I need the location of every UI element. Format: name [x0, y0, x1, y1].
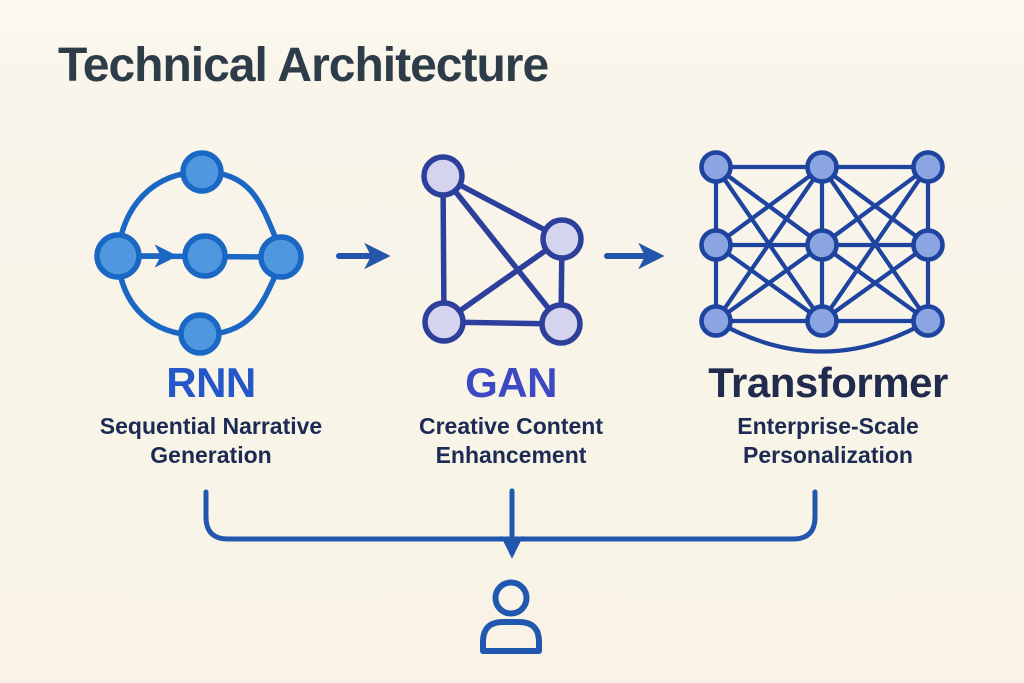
gan-node [539, 302, 583, 346]
transformer-node [699, 304, 733, 338]
rnn-node [178, 312, 222, 356]
page-title: Technical Architecture [58, 39, 549, 92]
description-line: Enhancement [435, 441, 587, 468]
description-line: Enterprise-Scale [737, 413, 919, 440]
transformer-node [805, 150, 839, 184]
rnn-node [94, 232, 142, 280]
user-icon [480, 579, 542, 654]
transformer-node [911, 304, 945, 338]
description-line: Sequential Narrative [99, 413, 323, 440]
rnn-node [182, 233, 228, 279]
transformer-description: Enterprise-Scale Personalization [708, 412, 948, 470]
rnn-node [180, 150, 224, 194]
rnn-title: RNN [166, 359, 256, 406]
transformer-node [911, 150, 945, 184]
transformer-node [699, 150, 733, 184]
rnn-label-block: RNN Sequential Narrative Generation [100, 359, 322, 470]
description-line: Generation [150, 441, 272, 468]
transformer-node [699, 228, 733, 262]
transformer-bottom-arc [713, 318, 931, 354]
transformer-title: Transformer [708, 359, 948, 406]
gan-node [421, 154, 465, 198]
transformer-node [805, 304, 839, 338]
transformer-nodes [699, 150, 945, 338]
gan-description: Creative Content Enhancement [419, 412, 603, 470]
description-line: Personalization [743, 441, 913, 468]
user-body [480, 619, 542, 654]
gan-network-icon [421, 154, 584, 346]
rnn-network-icon [94, 150, 304, 356]
gan-node [540, 217, 584, 261]
rnn-node [258, 234, 304, 280]
gan-label-block: GAN Creative Content Enhancement [419, 359, 603, 470]
gan-edges [440, 173, 565, 327]
gan-title: GAN [465, 359, 557, 406]
description-line: Creative Content [418, 413, 604, 440]
user-head [492, 579, 530, 617]
gan-node [422, 300, 466, 344]
transformer-network-icon [699, 150, 945, 354]
transformer-node [805, 228, 839, 262]
transformer-label-block: Transformer Enterprise-Scale Personaliza… [708, 359, 948, 470]
transformer-node [911, 228, 945, 262]
rnn-description: Sequential Narrative Generation [100, 412, 322, 470]
